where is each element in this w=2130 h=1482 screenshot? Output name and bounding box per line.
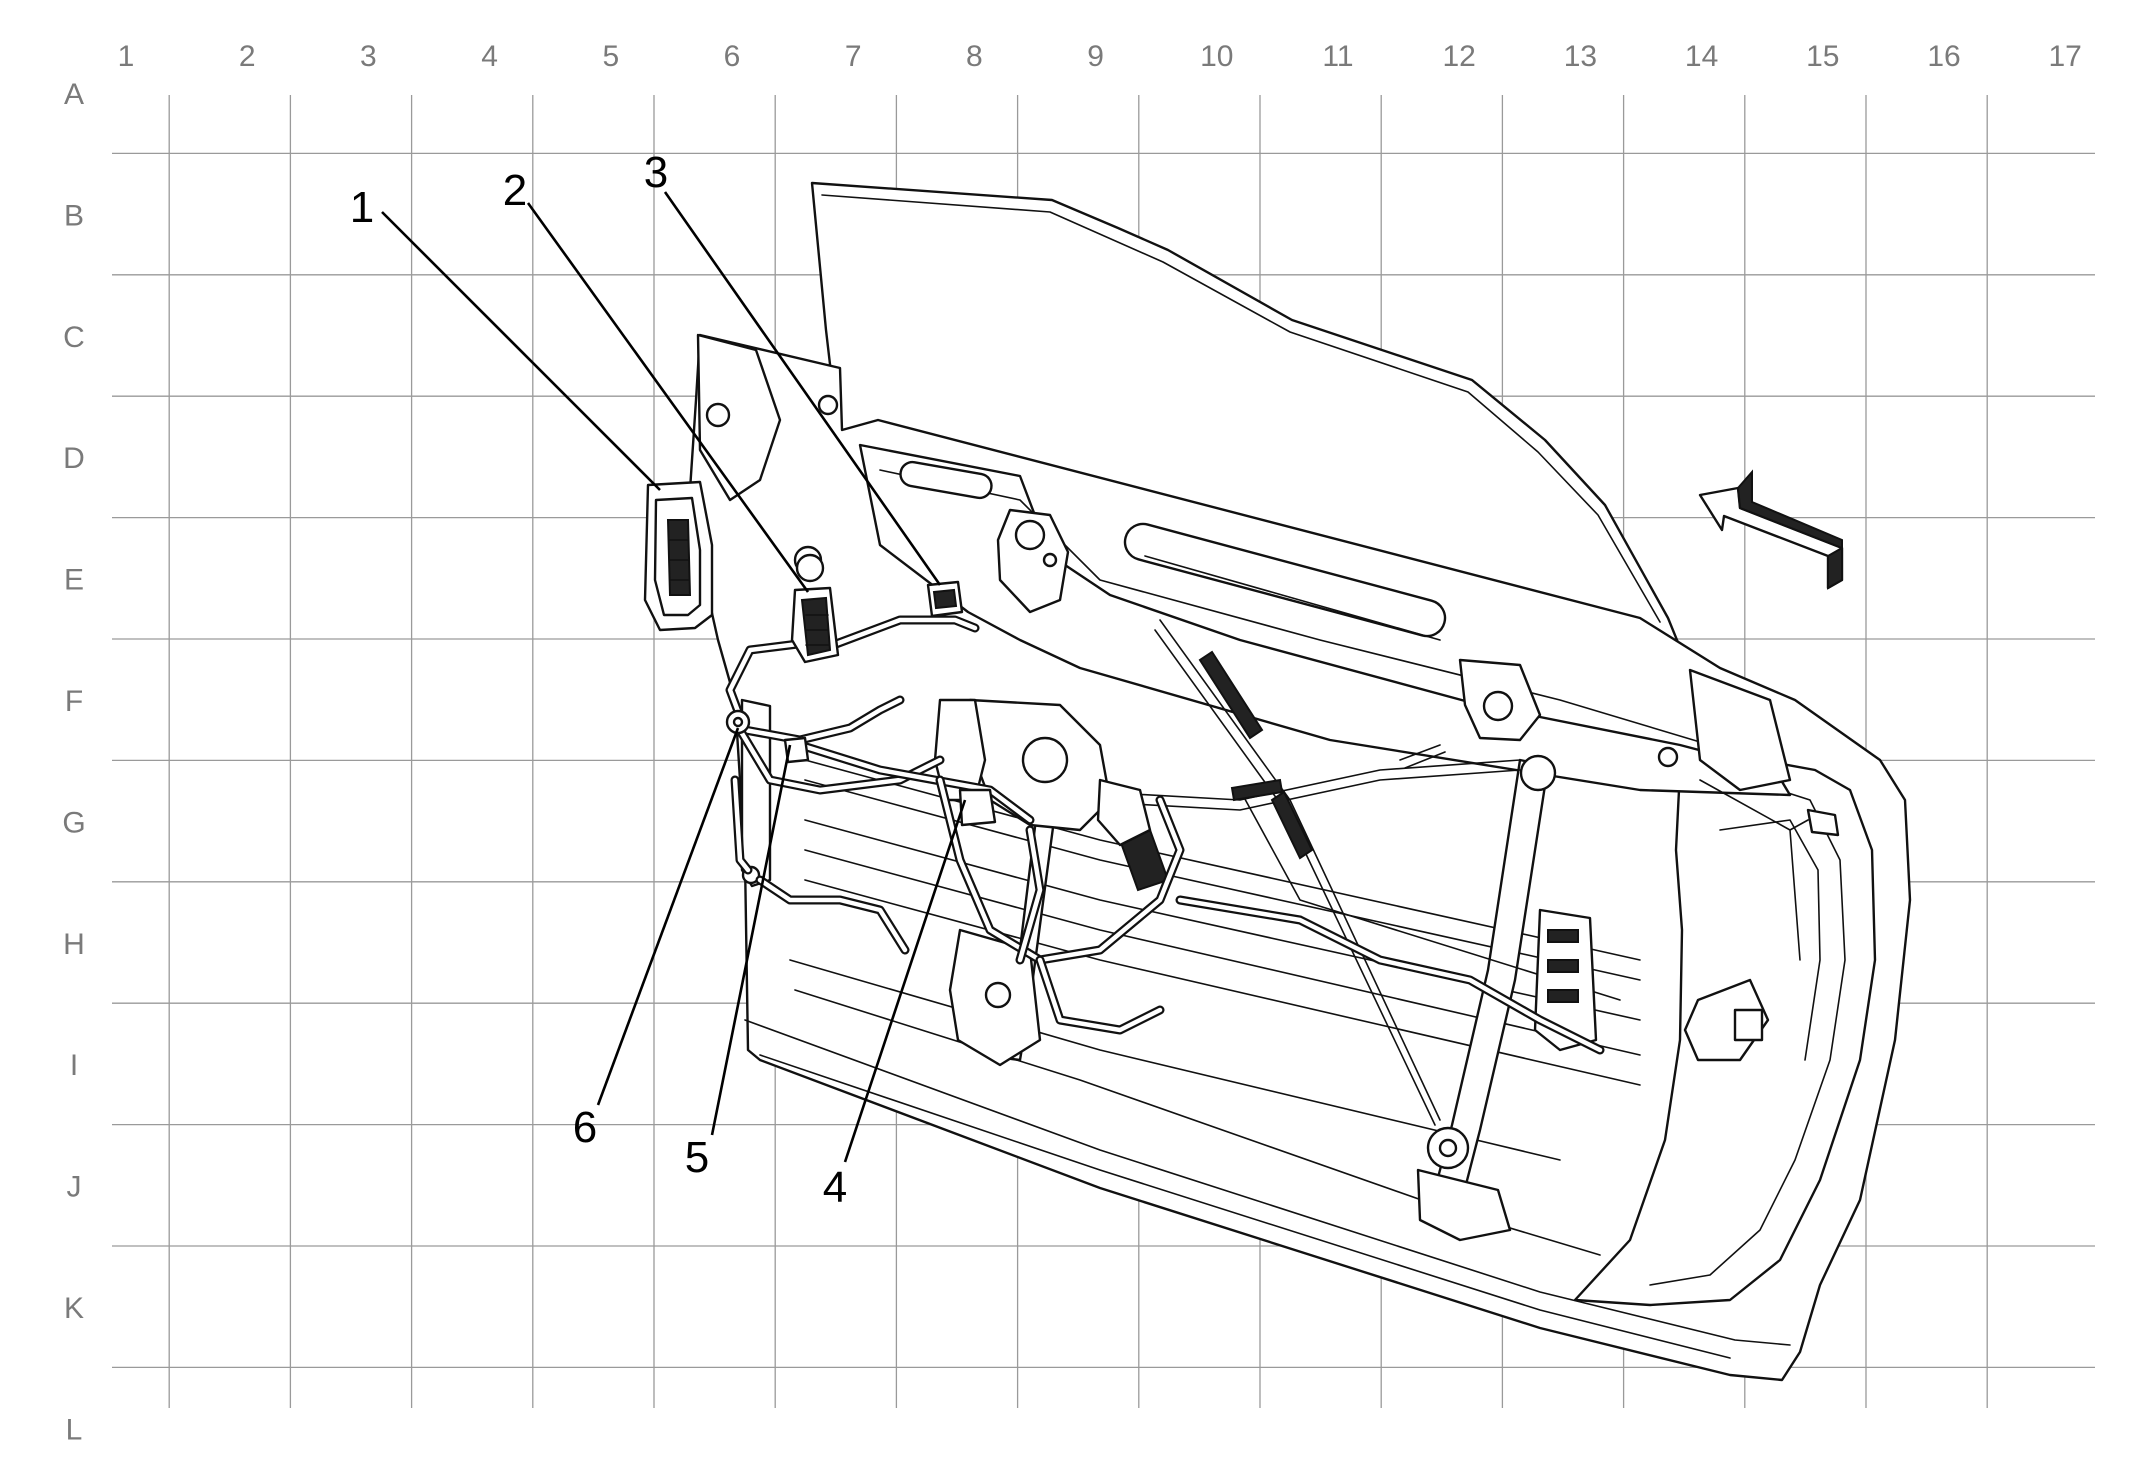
- window-motor-gear: [1096, 778, 1152, 847]
- leader-5: [710, 744, 792, 1136]
- impact-beam-4: [804, 879, 1641, 1086]
- grid-row-label: L: [66, 1413, 83, 1446]
- panel-lower-edge-3: [794, 989, 1601, 1256]
- item-6-ground-fastener: [725, 709, 751, 735]
- grid-row-labels: A B C D E F G H I J K L: [62, 78, 85, 1446]
- access-hole-clip: [1733, 1008, 1764, 1042]
- panel-lower-edge-2: [759, 1054, 1731, 1359]
- hinge-check-slot-2: [1547, 959, 1579, 973]
- grid-row-label: I: [70, 1049, 78, 1082]
- hinge-bracket-far-right: [1688, 668, 1792, 792]
- grid-column-label: 13: [1564, 40, 1597, 73]
- cable-sleeve-2: [1270, 790, 1314, 860]
- item-2-harness-connector: [790, 553, 840, 664]
- panel-lower-edge: [744, 1019, 1791, 1346]
- grid-row-label: F: [65, 685, 83, 718]
- door-assembly-drawing: [643, 181, 1912, 1382]
- grid-column-label: 10: [1200, 40, 1233, 73]
- grid-row-label: B: [64, 199, 84, 232]
- regulator-cable-5: [1239, 789, 1621, 1001]
- upper-slot: [899, 460, 993, 500]
- grid-row-label: J: [67, 1171, 82, 1204]
- grid-column-label: 12: [1443, 40, 1476, 73]
- grid-column-label: 2: [239, 40, 256, 73]
- cable-spring-1: [1399, 744, 1446, 769]
- grid-row-label: C: [63, 321, 85, 354]
- grid-column-label: 14: [1685, 40, 1718, 73]
- grid-column-label: 4: [481, 40, 498, 73]
- callout-2: 2: [503, 166, 527, 215]
- belt-rail-line: [879, 469, 1761, 761]
- bracket-bolt-1: [705, 402, 731, 428]
- grid-column-label: 7: [845, 40, 862, 73]
- grid-row-label: H: [63, 928, 85, 961]
- callout-3: 3: [644, 148, 668, 197]
- front-upper-bolt: [1482, 690, 1514, 722]
- item-4-motor-connector: [958, 788, 997, 827]
- regulator-cable-3: [1059, 759, 1521, 801]
- hinge-check-slot-1: [1547, 929, 1579, 943]
- grid-column-label: 16: [1927, 40, 1960, 73]
- hinge-bolt: [1657, 746, 1679, 768]
- impact-beam-1: [804, 779, 1641, 981]
- upper-left-bracket: [696, 333, 782, 502]
- grid-row-label: G: [62, 806, 85, 839]
- mirror-mount-bolt: [1014, 519, 1046, 551]
- regulator-pulley-bottom-hub: [1438, 1138, 1458, 1158]
- door-wiring-harness: [725, 615, 1605, 1055]
- cable-sleeve-1: [1198, 650, 1264, 740]
- callout-labels: 1 2 3 4 5 6: [350, 148, 847, 1212]
- callout-1: 1: [350, 183, 374, 232]
- leader-3: [663, 191, 942, 586]
- impact-beam-3: [804, 849, 1641, 1056]
- callout-5: 5: [685, 1133, 709, 1182]
- grid-column-label: 8: [966, 40, 983, 73]
- callout-4: 4: [823, 1163, 847, 1212]
- right-edge-wire: [1699, 779, 1809, 961]
- door-outer-curve-inner-2: [1719, 819, 1821, 1061]
- right-edge-connector: [1806, 808, 1840, 837]
- hinge-check-bracket: [1533, 908, 1598, 1052]
- grid-column-label: 5: [602, 40, 619, 73]
- leader-6: [596, 727, 740, 1106]
- regulator-pulley-top: [1519, 754, 1557, 792]
- grid-column-label: 9: [1087, 40, 1104, 73]
- cable-sleeve-3: [1230, 778, 1284, 802]
- long-slot: [1123, 522, 1447, 638]
- leader-2: [526, 202, 810, 593]
- regulator-cable-4: [1059, 769, 1521, 811]
- item-3-small-connector: [926, 580, 964, 618]
- window-glass-edge: [821, 194, 1661, 623]
- impact-beam-5: [789, 959, 1561, 1161]
- regulator-rear-pulley: [984, 981, 1012, 1009]
- grid-row-label: D: [63, 442, 85, 475]
- grid-column-label: 3: [360, 40, 377, 73]
- bracket-bolt-3: [817, 394, 839, 416]
- regulator-bottom-bracket: [1416, 1168, 1512, 1242]
- window-motor-hub: [1021, 736, 1069, 784]
- grid-column-label: 11: [1322, 40, 1353, 73]
- front-direction-arrow: [1698, 469, 1844, 590]
- grid-column-label: 17: [2049, 40, 2082, 73]
- grid-column-label: 6: [724, 40, 741, 73]
- impact-beam-top: [804, 759, 1641, 961]
- grid-column-label: 1: [118, 40, 135, 73]
- item-1-switch-module: [643, 480, 714, 632]
- grid-row-label: A: [64, 78, 84, 111]
- grid-column-label: 15: [1806, 40, 1839, 73]
- grid-row-label: E: [64, 564, 84, 597]
- leader-4: [843, 799, 967, 1163]
- callout-6: 6: [573, 1103, 597, 1152]
- callout-leaders: [381, 191, 967, 1163]
- hinge-check-slot-3: [1547, 989, 1579, 1003]
- long-slot-inner: [1144, 555, 1441, 641]
- grid-row-label: K: [64, 1292, 84, 1325]
- mirror-mount-bolt-2: [1042, 552, 1058, 568]
- leader-1: [381, 211, 661, 491]
